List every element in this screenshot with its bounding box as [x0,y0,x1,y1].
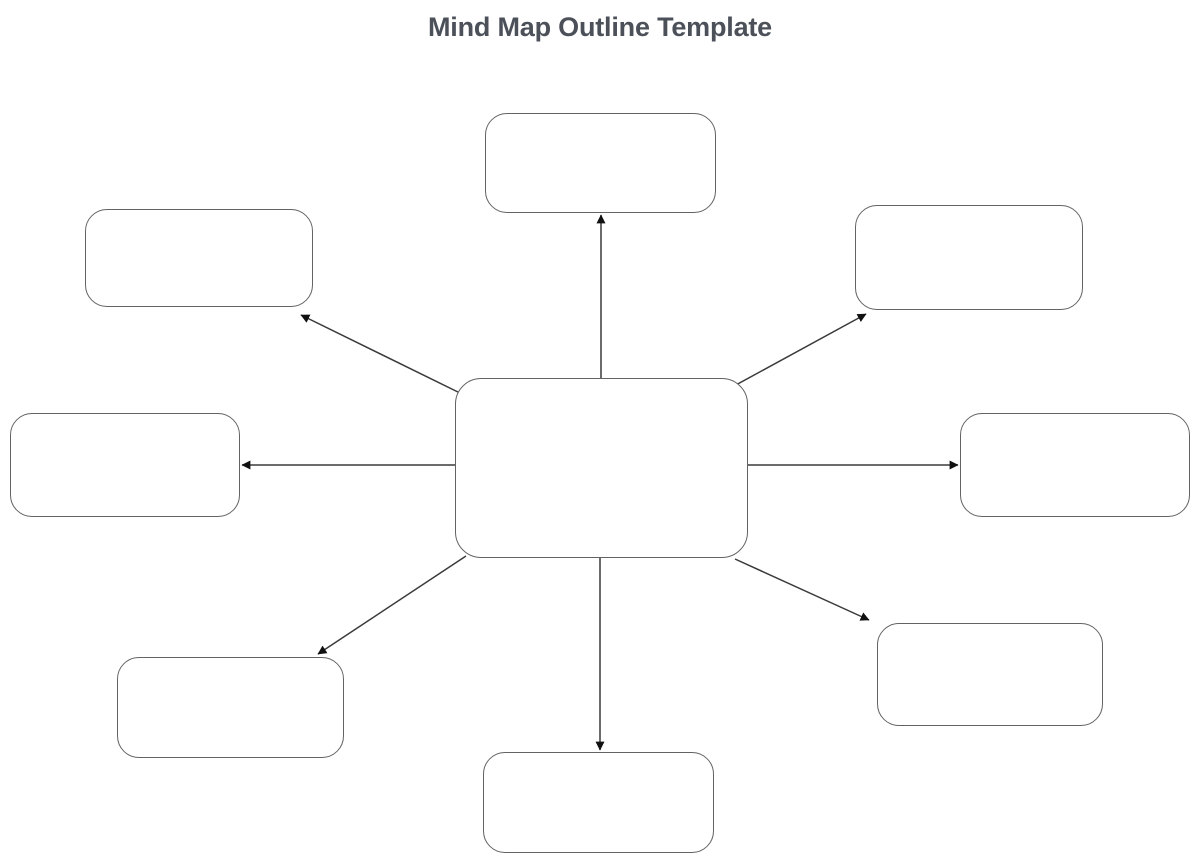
connector-central-to-lower-left [317,555,467,655]
branch-node-right[interactable] [960,413,1190,517]
branch-node-lower-right[interactable] [877,623,1103,726]
branch-node-upper-right[interactable] [855,205,1083,310]
branch-node-upper-left[interactable] [85,209,313,307]
branch-node-top[interactable] [485,113,716,213]
page-title: Mind Map Outline Template [427,12,772,42]
branch-node-lower-left[interactable] [117,657,344,758]
connector-central-to-upper-right [733,313,867,387]
central-node[interactable] [455,378,748,558]
connector-central-to-lower-right [734,558,870,621]
branch-node-left[interactable] [10,413,240,517]
branch-node-bottom[interactable] [483,752,714,853]
connector-central-to-upper-left [300,314,463,395]
